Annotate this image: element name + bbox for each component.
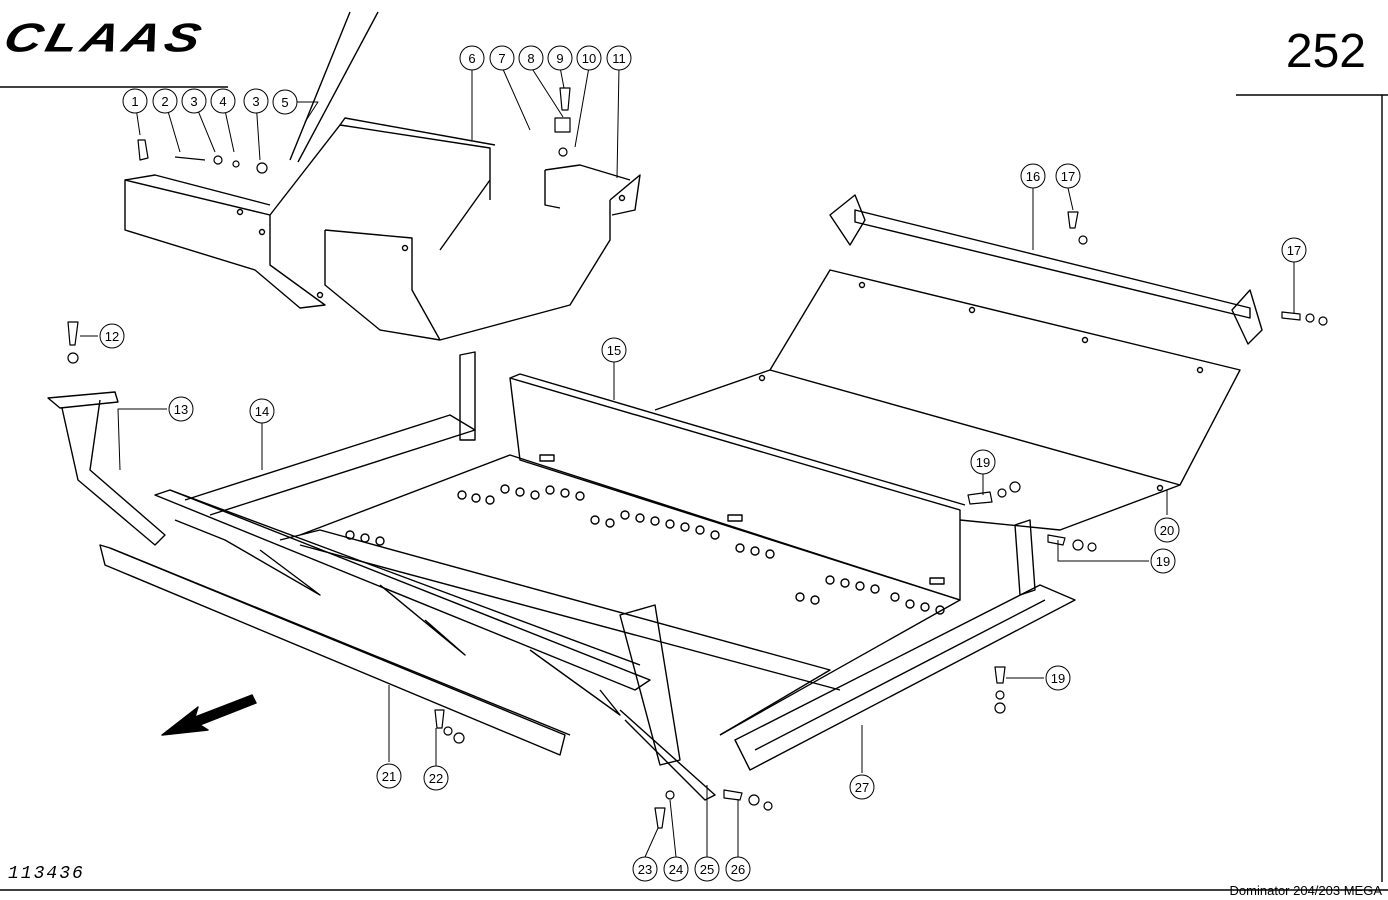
page-number: 252 bbox=[1285, 25, 1366, 78]
svg-text:20: 20 bbox=[1160, 523, 1174, 538]
svg-text:27: 27 bbox=[855, 780, 869, 795]
drawing-number: 113436 bbox=[8, 864, 85, 884]
callout-19c: 19 bbox=[1045, 665, 1071, 691]
callout-10: 10 bbox=[576, 45, 602, 71]
svg-text:3: 3 bbox=[190, 94, 197, 109]
part-5-strap bbox=[289, 11, 379, 163]
callout-16: 16 bbox=[1020, 163, 1046, 189]
part-27-rail bbox=[734, 519, 1076, 771]
svg-text:13: 13 bbox=[174, 402, 188, 417]
svg-text:24: 24 bbox=[669, 862, 683, 877]
svg-text:19: 19 bbox=[1156, 554, 1170, 569]
part-16-bar bbox=[829, 194, 1263, 345]
callout-15: 15 bbox=[601, 337, 627, 363]
part-25-bracket bbox=[619, 604, 716, 801]
svg-text:14: 14 bbox=[255, 404, 269, 419]
callout-2: 2 bbox=[152, 88, 178, 114]
svg-text:26: 26 bbox=[731, 862, 745, 877]
arrow-icon bbox=[161, 694, 257, 736]
callout-6: 6 bbox=[459, 45, 485, 71]
svg-text:17: 17 bbox=[1287, 243, 1301, 258]
svg-text:7: 7 bbox=[498, 51, 505, 66]
callout-26: 26 bbox=[725, 856, 751, 882]
svg-text:4: 4 bbox=[219, 94, 226, 109]
svg-text:3: 3 bbox=[252, 94, 259, 109]
callout-9: 9 bbox=[547, 45, 573, 71]
upper-left-housing bbox=[124, 117, 496, 309]
callout-11: 11 bbox=[606, 45, 632, 71]
svg-text:9: 9 bbox=[556, 51, 563, 66]
svg-text:25: 25 bbox=[700, 862, 714, 877]
svg-text:6: 6 bbox=[468, 51, 475, 66]
callout-13: 13 bbox=[168, 396, 194, 422]
part-20-panel bbox=[654, 269, 1241, 531]
callouts: 1 2 3 4 3 5 6 7 8 9 10 11 12 13 14 15 16… bbox=[99, 45, 1307, 882]
svg-text:1: 1 bbox=[131, 94, 138, 109]
svg-text:16: 16 bbox=[1026, 169, 1040, 184]
callout-17: 17 bbox=[1055, 163, 1081, 189]
part-15-wall bbox=[509, 373, 966, 601]
callout-7: 7 bbox=[489, 45, 515, 71]
perforated-floor bbox=[299, 454, 961, 736]
upper-middle-duct bbox=[324, 164, 641, 341]
callout-27: 27 bbox=[849, 774, 875, 800]
callout-19b: 19 bbox=[1150, 548, 1176, 574]
callout-8: 8 bbox=[518, 45, 544, 71]
svg-text:21: 21 bbox=[382, 769, 396, 784]
svg-text:19: 19 bbox=[1051, 671, 1065, 686]
svg-text:15: 15 bbox=[607, 343, 621, 358]
callout-23: 23 bbox=[632, 856, 658, 882]
fasteners bbox=[67, 87, 1328, 829]
svg-text:22: 22 bbox=[429, 771, 443, 786]
callout-21: 21 bbox=[376, 763, 402, 789]
svg-text:19: 19 bbox=[976, 455, 990, 470]
leader-lines bbox=[80, 66, 1295, 858]
callout-3: 3 bbox=[181, 88, 207, 114]
callout-14: 14 bbox=[249, 398, 275, 424]
svg-text:8: 8 bbox=[527, 51, 534, 66]
diagonal-beam bbox=[154, 489, 651, 716]
svg-text:23: 23 bbox=[638, 862, 652, 877]
floor-holes bbox=[345, 484, 945, 615]
callout-17b: 17 bbox=[1281, 237, 1307, 263]
part-21-rail bbox=[99, 544, 571, 756]
callout-12: 12 bbox=[99, 323, 125, 349]
callout-3b: 3 bbox=[243, 88, 269, 114]
part-13-bracket bbox=[47, 391, 166, 546]
callout-4: 4 bbox=[210, 88, 236, 114]
svg-text:10: 10 bbox=[582, 51, 596, 66]
callout-1: 1 bbox=[122, 88, 148, 114]
callout-24: 24 bbox=[663, 856, 689, 882]
svg-text:2: 2 bbox=[161, 94, 168, 109]
svg-text:17: 17 bbox=[1061, 169, 1075, 184]
svg-text:11: 11 bbox=[612, 51, 626, 66]
part-14-frame bbox=[184, 351, 841, 736]
model-name: Dominator 204/203 MEGA bbox=[1229, 883, 1382, 898]
callout-19: 19 bbox=[970, 449, 996, 475]
callout-22: 22 bbox=[423, 765, 449, 791]
svg-text:12: 12 bbox=[105, 329, 119, 344]
callout-25: 25 bbox=[694, 856, 720, 882]
svg-text:5: 5 bbox=[281, 95, 288, 110]
callout-5: 5 bbox=[272, 89, 298, 115]
callout-20: 20 bbox=[1154, 517, 1180, 543]
